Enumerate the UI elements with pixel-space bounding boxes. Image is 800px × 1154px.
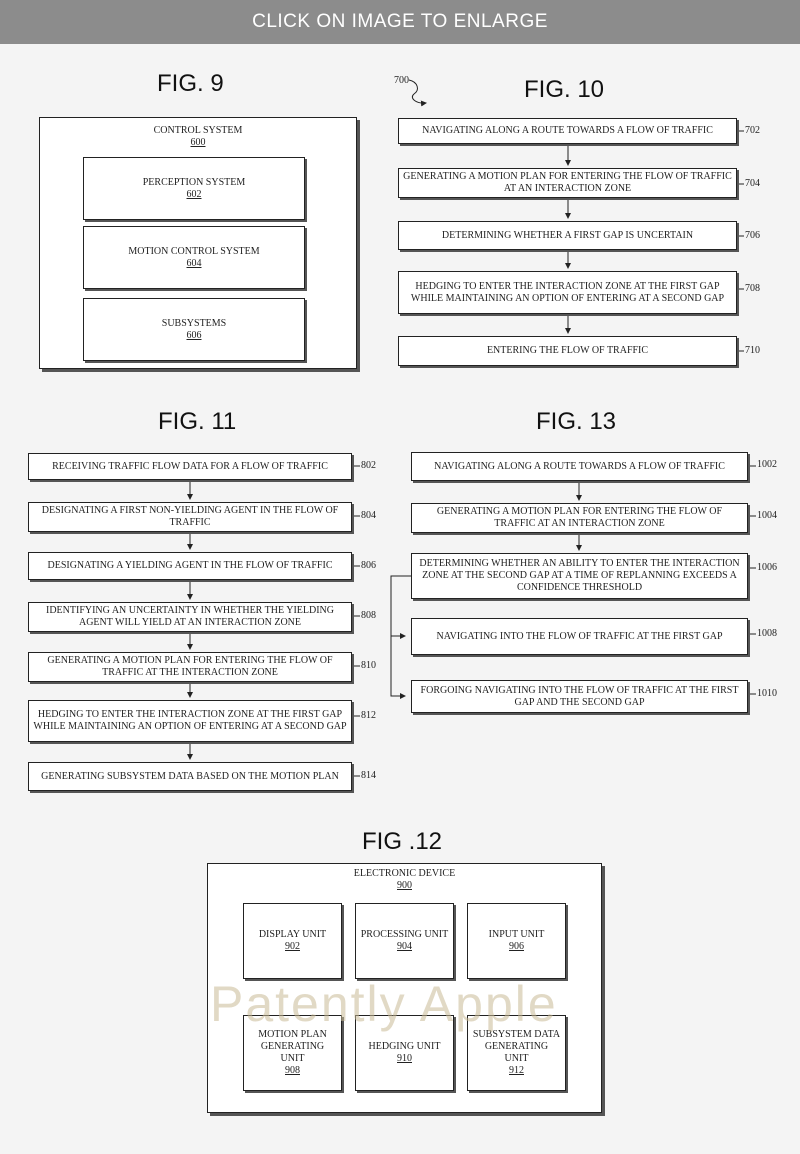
unit-label: PROCESSING UNIT [360, 929, 449, 940]
input-unit-box: INPUT UNIT 906 [467, 903, 566, 979]
fig10-step: DETERMINING WHETHER A FIRST GAP IS UNCER… [398, 221, 737, 250]
unit-label: DISPLAY UNIT [258, 929, 327, 940]
fig11-step: IDENTIFYING AN UNCERTAINTY IN WHETHER TH… [28, 602, 352, 632]
box-number: 606 [186, 329, 202, 341]
step-ref: 812 [361, 710, 376, 721]
step-text: ENTERING THE FLOW OF TRAFFIC [486, 345, 649, 356]
unit-number: 906 [509, 941, 524, 952]
step-text: DETERMINING WHETHER AN ABILITY TO ENTER … [419, 558, 740, 593]
box-number: 604 [186, 257, 202, 269]
subsystems-box: SUBSYSTEMS 606 [83, 298, 305, 361]
box-label: PERCEPTION SYSTEM [142, 176, 246, 188]
fig12-title: FIG .12 [362, 828, 443, 855]
step-text: NAVIGATING ALONG A ROUTE TOWARDS A FLOW … [422, 125, 713, 136]
unit-label: SUBSYSTEM DATA GENERATING UNIT [472, 1029, 561, 1064]
fig10-step: NAVIGATING ALONG A ROUTE TOWARDS A FLOW … [398, 118, 737, 144]
box-label: SUBSYSTEMS [161, 317, 227, 329]
step-text: NAVIGATING INTO THE FLOW OF TRAFFIC AT T… [436, 630, 723, 642]
fig13-step: NAVIGATING INTO THE FLOW OF TRAFFIC AT T… [411, 618, 748, 655]
fig11-step: GENERATING A MOTION PLAN FOR ENTERING TH… [28, 652, 352, 682]
hedging-unit-box: HEDGING UNIT 910 [355, 1015, 454, 1091]
step-ref: 702 [745, 125, 760, 136]
step-ref: 708 [745, 283, 760, 294]
box-number: 602 [186, 188, 202, 200]
fig9-title: FIG. 9 [157, 70, 224, 97]
unit-label: INPUT UNIT [488, 929, 545, 940]
step-ref: 1010 [757, 688, 777, 699]
step-text: GENERATING A MOTION PLAN FOR ENTERING TH… [47, 655, 333, 678]
fig10-step: GENERATING A MOTION PLAN FOR ENTERING TH… [398, 168, 737, 198]
fig13-title: FIG. 13 [536, 408, 617, 435]
box-label: MOTION CONTROL SYSTEM [128, 245, 260, 257]
step-ref: 814 [361, 770, 376, 781]
step-ref: 810 [361, 660, 376, 671]
step-text: RECEIVING TRAFFIC FLOW DATA FOR A FLOW O… [52, 460, 328, 472]
step-text: HEDGING TO ENTER THE INTERACTION ZONE AT… [33, 709, 347, 732]
electronic-device-number: 900 [397, 880, 412, 891]
fig10-step: ENTERING THE FLOW OF TRAFFIC [398, 336, 737, 366]
unit-number: 904 [397, 941, 412, 952]
step-ref: 704 [745, 178, 760, 189]
fig10-title: FIG. 10 [524, 76, 605, 103]
fig10-ref: 700 [394, 75, 409, 86]
step-ref: 804 [361, 510, 376, 521]
perception-system-box: PERCEPTION SYSTEM 602 [83, 157, 305, 220]
subsystem-data-generating-unit-box: SUBSYSTEM DATA GENERATING UNIT 912 [467, 1015, 566, 1091]
step-text: FORGOING NAVIGATING INTO THE FLOW OF TRA… [420, 684, 739, 708]
fig13-step: NAVIGATING ALONG A ROUTE TOWARDS A FLOW … [411, 452, 748, 481]
step-text: HEDGING TO ENTER THE INTERACTION ZONE AT… [410, 280, 725, 304]
control-system-label: CONTROL SYSTEM [153, 125, 243, 136]
display-unit-box: DISPLAY UNIT 902 [243, 903, 342, 979]
enlarge-banner[interactable]: CLICK ON IMAGE TO ENLARGE [0, 0, 800, 44]
unit-label: MOTION PLAN GENERATING UNIT [258, 1029, 327, 1064]
step-ref: 1008 [757, 628, 777, 639]
fig11-step: DESIGNATING A YIELDING AGENT IN THE FLOW… [28, 552, 352, 580]
step-ref: 802 [361, 460, 376, 471]
fig13-step: GENERATING A MOTION PLAN FOR ENTERING TH… [411, 503, 748, 533]
step-ref: 1006 [757, 562, 777, 573]
step-text: DESIGNATING A YIELDING AGENT IN THE FLOW… [47, 560, 333, 571]
step-ref: 1002 [757, 459, 777, 470]
control-system-number: 600 [190, 137, 206, 148]
fig11-step: HEDGING TO ENTER THE INTERACTION ZONE AT… [28, 700, 352, 742]
fig11-title: FIG. 11 [158, 408, 237, 435]
step-ref: 710 [745, 345, 760, 356]
fig13-step: FORGOING NAVIGATING INTO THE FLOW OF TRA… [411, 680, 748, 713]
processing-unit-box: PROCESSING UNIT 904 [355, 903, 454, 979]
step-ref: 808 [361, 610, 376, 621]
banner-label: CLICK ON IMAGE TO ENLARGE [252, 11, 548, 32]
unit-number: 912 [509, 1065, 524, 1076]
step-ref: 706 [745, 230, 760, 241]
fig13-step: DETERMINING WHETHER AN ABILITY TO ENTER … [411, 553, 748, 599]
step-ref: 1004 [757, 510, 777, 521]
electronic-device-label: ELECTRONIC DEVICE [353, 868, 456, 879]
step-text: DETERMINING WHETHER A FIRST GAP IS UNCER… [441, 229, 694, 241]
step-text: GENERATING SUBSYSTEM DATA BASED ON THE M… [41, 770, 339, 782]
unit-number: 908 [285, 1065, 300, 1076]
fig11-step: GENERATING SUBSYSTEM DATA BASED ON THE M… [28, 762, 352, 791]
fig10-step: HEDGING TO ENTER THE INTERACTION ZONE AT… [398, 271, 737, 314]
motion-plan-generating-unit-box: MOTION PLAN GENERATING UNIT 908 [243, 1015, 342, 1091]
unit-number: 902 [285, 941, 300, 952]
step-text: NAVIGATING ALONG A ROUTE TOWARDS A FLOW … [434, 460, 725, 472]
unit-label: HEDGING UNIT [368, 1041, 441, 1052]
step-ref: 806 [361, 560, 376, 571]
unit-number: 910 [397, 1053, 412, 1064]
step-text: IDENTIFYING AN UNCERTAINTY IN WHETHER TH… [46, 605, 334, 628]
fig11-step: RECEIVING TRAFFIC FLOW DATA FOR A FLOW O… [28, 453, 352, 480]
motion-control-system-box: MOTION CONTROL SYSTEM 604 [83, 226, 305, 289]
step-text: GENERATING A MOTION PLAN FOR ENTERING TH… [436, 506, 723, 529]
watermark: Patently Apple [210, 976, 558, 1032]
fig11-step: DESIGNATING A FIRST NON-YIELDING AGENT I… [28, 502, 352, 532]
step-text: DESIGNATING A FIRST NON-YIELDING AGENT I… [41, 505, 339, 528]
step-text: GENERATING A MOTION PLAN FOR ENTERING TH… [403, 171, 732, 194]
